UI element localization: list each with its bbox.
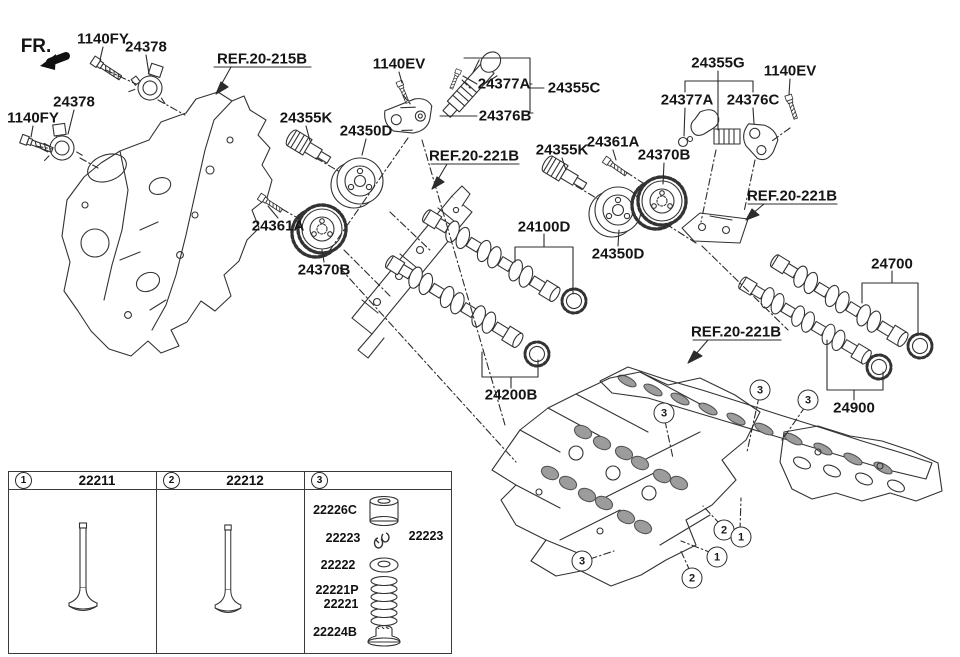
part-label-24377a-1: 24377A xyxy=(477,75,531,93)
bolt-24355k-right xyxy=(539,153,591,195)
timing-ring-24700 xyxy=(903,329,937,363)
part-label-24200b: 24200B xyxy=(484,386,538,404)
callout-circle-3: 3 xyxy=(571,550,593,572)
legend-header-row: 1 22211 2 22212 3 xyxy=(9,472,451,490)
legend-header-col1: 1 22211 xyxy=(9,472,157,489)
camshaft-position-sensor-top xyxy=(126,58,177,106)
part-label-24100d: 24100D xyxy=(517,218,571,236)
spring-seat-drawing xyxy=(367,625,401,647)
callout-3-badge: 3 xyxy=(311,472,328,489)
ref-label-20-221b-1: REF.20-221B xyxy=(428,147,520,165)
fr-direction-arrow xyxy=(40,52,70,70)
callout-circle-3: 3 xyxy=(797,389,819,411)
oil-control-valve-drawing xyxy=(384,51,502,134)
part-label-22221p: 22221P xyxy=(315,583,359,597)
part-label-22224b: 22224B xyxy=(313,625,357,639)
ref-label-20-215b: REF.20-215B xyxy=(216,50,308,68)
part-label-22223-right: 22223 xyxy=(408,529,444,543)
valve-spring-drawing xyxy=(370,575,398,627)
cam-carrier-right-drawing xyxy=(681,212,749,244)
valve-legend-table: 1 22211 2 22212 3 xyxy=(8,471,452,654)
intake-valve-cell xyxy=(9,490,157,653)
callout-circle-3: 3 xyxy=(749,379,771,401)
part-label-1140ev-1: 1140EV xyxy=(372,55,426,73)
part-label-24378-2: 24378 xyxy=(53,93,95,111)
part-label-22221: 22221 xyxy=(323,597,359,611)
oil-control-valve-right-drawing xyxy=(677,109,779,161)
part-label-22212: 22212 xyxy=(226,473,264,488)
part-label-1140ev-2: 1140EV xyxy=(763,62,817,80)
part-label-22222: 22222 xyxy=(320,558,356,572)
fr-label: FR. xyxy=(20,36,52,57)
part-label-22226c: 22226C xyxy=(313,503,357,517)
spring-retainer-drawing xyxy=(369,557,399,573)
part-label-24355k-1: 24355K xyxy=(279,109,333,127)
legend-header-col3: 3 xyxy=(305,472,451,489)
cylinder-head-right-partial-drawing xyxy=(779,425,943,502)
part-label-24355k-2: 24355K xyxy=(535,141,589,159)
callout-circle-1: 1 xyxy=(706,546,728,568)
exhaust-valve-drawing xyxy=(214,524,242,614)
part-label-24378-1: 24378 xyxy=(125,38,167,56)
callout-1-badge: 1 xyxy=(15,472,32,489)
ref-arrows xyxy=(213,66,838,364)
callout-2-badge: 2 xyxy=(163,472,180,489)
part-label-1140fy-1: 1140FY xyxy=(77,30,129,48)
part-label-24377a-2: 24377A xyxy=(660,91,714,109)
timing-cover-drawing xyxy=(61,91,273,357)
part-label-24361a-1: 24361A xyxy=(251,217,305,235)
bolt-1140fy-left xyxy=(19,133,55,155)
part-label-22211: 22211 xyxy=(78,473,116,488)
exhaust-valve-cell xyxy=(157,490,305,653)
part-label-24355g: 24355G xyxy=(691,54,745,72)
part-label-24350d-1: 24350D xyxy=(339,122,393,140)
bolt-24361a-left xyxy=(256,192,284,215)
sprocket-24370b-right xyxy=(630,175,688,231)
bolt-1140ev-left xyxy=(395,79,411,105)
dashed-lines xyxy=(35,69,806,572)
part-label-24370b-1: 24370B xyxy=(297,261,351,279)
part-label-24700: 24700 xyxy=(871,255,913,273)
part-label-24376c: 24376C xyxy=(726,91,780,109)
cylinder-head-strip-drawing xyxy=(599,366,933,480)
intake-valve-drawing xyxy=(68,522,98,612)
valve-keepers-drawing xyxy=(373,532,390,549)
part-label-24376b: 24376B xyxy=(478,107,532,125)
ref-label-20-221b-3: REF.20-221B xyxy=(690,323,782,341)
part-label-24370b-2: 24370B xyxy=(637,146,691,164)
bolt-1140ev-right xyxy=(784,93,800,121)
bolt-24361a-right xyxy=(601,155,629,178)
part-label-24355c: 24355C xyxy=(547,79,601,97)
callout-circle-2: 2 xyxy=(681,567,703,589)
legend-body-row: 22226C 22223 22223 22222 22221P 22221 22… xyxy=(9,490,451,653)
callout-circle-3: 3 xyxy=(653,402,675,424)
timing-ring-24200b xyxy=(520,337,554,371)
ref-label-20-221b-2: REF.20-221B xyxy=(746,187,838,205)
part-label-24361a-2: 24361A xyxy=(586,133,640,151)
bolt-1140fy-top xyxy=(89,55,124,83)
camshaft-position-sensor-left xyxy=(37,121,84,164)
valve-parts-cell: 22226C 22223 22223 22222 22221P 22221 22… xyxy=(305,490,451,653)
part-label-24350d-2: 24350D xyxy=(591,245,645,263)
legend-header-col2: 2 22212 xyxy=(157,472,305,489)
part-label-1140fy-2: 1140FY xyxy=(7,109,59,127)
valve-parts-drawings xyxy=(367,495,401,647)
timing-ring-24100d xyxy=(557,284,591,318)
cvvt-24350d-left xyxy=(330,157,384,209)
part-label-22223-left: 22223 xyxy=(325,531,361,545)
callout-circle-1: 1 xyxy=(730,526,752,548)
tappet-drawing xyxy=(369,495,399,527)
part-label-24900: 24900 xyxy=(833,399,875,417)
